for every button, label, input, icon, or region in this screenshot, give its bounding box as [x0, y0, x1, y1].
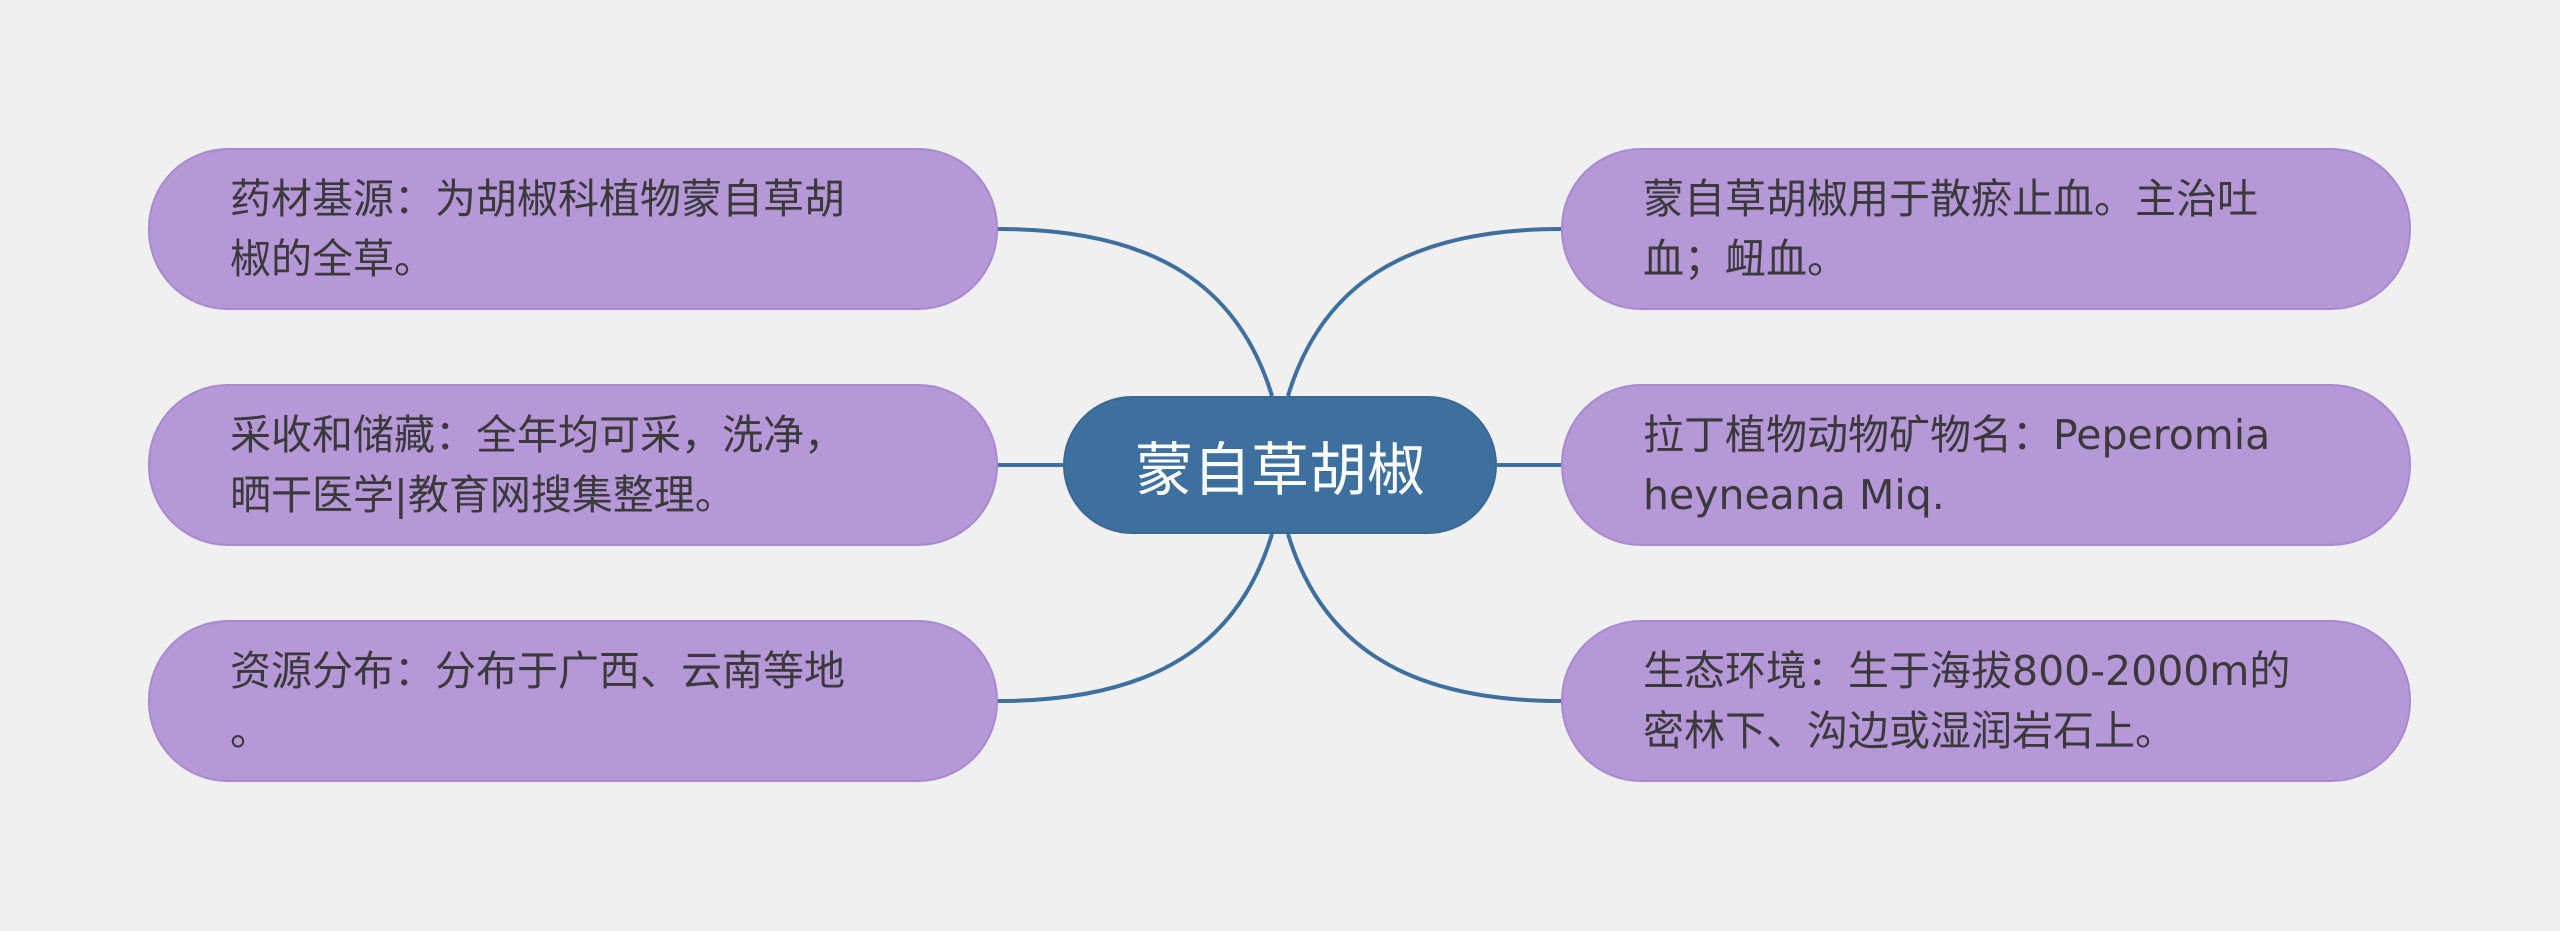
- connector-right-1: [1286, 227, 1562, 397]
- connector-right-3: [1286, 533, 1562, 703]
- central-topic-node[interactable]: 蒙自草胡椒: [1063, 396, 1497, 534]
- central-topic-label: 蒙自草胡椒: [1134, 436, 1425, 504]
- topic-node-left-1[interactable]: 药材基源：为胡椒科植物蒙自草胡 椒的全草。: [148, 148, 998, 310]
- topic-label: 拉丁植物动物矿物名：Peperomia heyneana Miq.: [1643, 411, 2271, 519]
- topic-label: 资源分布：分布于广西、云南等地 。: [230, 647, 845, 755]
- topic-node-left-3[interactable]: 资源分布：分布于广西、云南等地 。: [148, 620, 998, 782]
- topic-node-right-1[interactable]: 蒙自草胡椒用于散瘀止血。主治吐 血；衄血。: [1561, 148, 2411, 310]
- topic-node-left-2[interactable]: 采收和储藏：全年均可采，洗净， 晒干医学|教育网搜集整理。: [148, 384, 998, 546]
- topic-label: 蒙自草胡椒用于散瘀止血。主治吐 血；衄血。: [1643, 175, 2258, 283]
- topic-label: 药材基源：为胡椒科植物蒙自草胡 椒的全草。: [230, 175, 845, 283]
- connector-left-1: [997, 227, 1274, 397]
- topic-label: 生态环境：生于海拔800-2000m的 密林下、沟边或湿润岩石上。: [1643, 647, 2291, 755]
- topic-label: 采收和储藏：全年均可采，洗净， 晒干医学|教育网搜集整理。: [230, 411, 845, 519]
- connector-left-3: [997, 533, 1274, 703]
- topic-node-right-2[interactable]: 拉丁植物动物矿物名：Peperomia heyneana Miq.: [1561, 384, 2411, 546]
- topic-node-right-3[interactable]: 生态环境：生于海拔800-2000m的 密林下、沟边或湿润岩石上。: [1561, 620, 2411, 782]
